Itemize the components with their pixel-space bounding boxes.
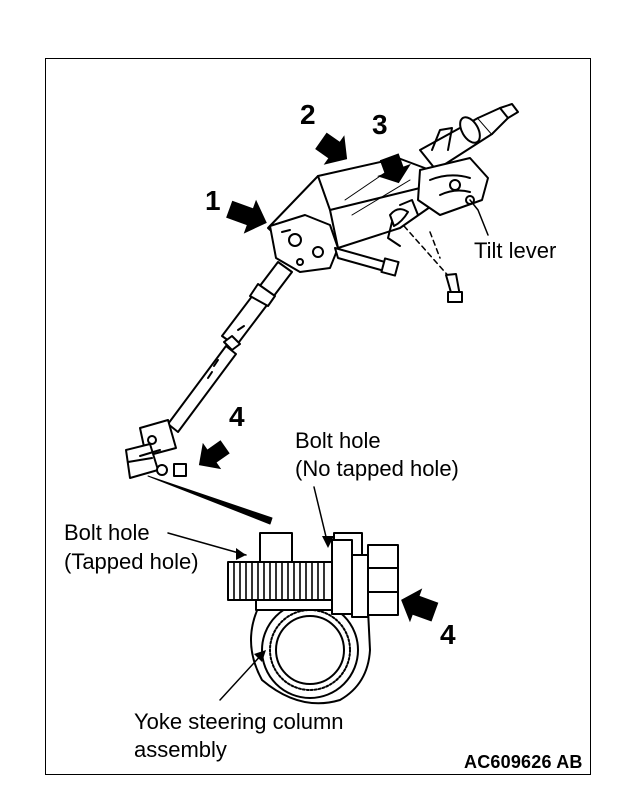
mounting-bracket	[269, 214, 339, 273]
callout-3: 3	[372, 109, 388, 140]
leader-yoke	[219, 651, 265, 701]
arrow-3	[377, 153, 411, 184]
lower-yoke-joint	[125, 419, 187, 479]
label-yoke-2: assembly	[134, 737, 227, 762]
mounting-bolt	[334, 247, 400, 277]
label-bolt-hole-tapped-1: Bolt hole	[64, 520, 150, 545]
arrow-4-lower	[401, 588, 439, 623]
label-bolt-hole-no-tap-1: Bolt hole	[295, 428, 381, 453]
label-tilt-lever: Tilt lever	[474, 238, 557, 263]
upper-shaft	[419, 103, 519, 171]
callout-2: 2	[300, 99, 316, 130]
tilt-lever-mechanism	[387, 157, 489, 281]
yoke-detail-view	[227, 532, 399, 705]
arrow-1	[226, 199, 267, 234]
label-bolt-hole-no-tap-2: (No tapped hole)	[295, 456, 459, 481]
leader-tapped-hole	[167, 532, 247, 556]
arrow-4-upper	[198, 440, 230, 470]
intermediate-shaft	[167, 261, 293, 433]
label-bolt-hole-tapped-2: (Tapped hole)	[64, 549, 199, 574]
tilt-bolt	[445, 273, 463, 303]
arrow-2	[315, 132, 348, 165]
detail-view-pointer	[147, 475, 273, 525]
figure-code: AC609626 AB	[464, 752, 583, 772]
callout-4-lower: 4	[440, 619, 456, 650]
leader-no-tapped-hole	[313, 486, 329, 546]
callout-1: 1	[205, 185, 221, 216]
callout-4-upper: 4	[229, 401, 245, 432]
label-yoke-1: Yoke steering column	[134, 709, 344, 734]
figure-frame	[45, 58, 591, 775]
